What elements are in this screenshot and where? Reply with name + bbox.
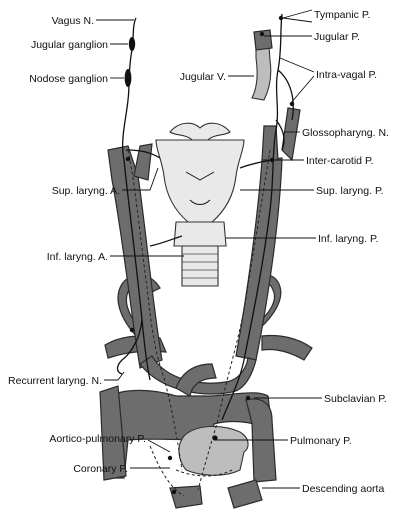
label-coronary-p: Coronary P. [73,463,128,475]
pulmonary-dash [175,469,233,477]
leader-aortico-pulmonary-p [147,439,171,453]
descending-aorta-stump [227,479,263,509]
left-superior-laryngeal-nerve [125,149,161,159]
right-common-carotid-artery [235,157,283,361]
label-descending-aorta: Descending aorta [302,483,384,495]
right-superior-laryngeal-nerve [239,159,273,169]
label-sup-laryng-a: Sup. laryng. A. [52,185,120,197]
paraganglion-markers [125,15,295,495]
label-pulmonary-p: Pulmonary P. [290,435,352,447]
right-subclavian-trunk [261,334,313,361]
label-intra-vagal-p: Intra-vagal P. [316,69,377,81]
laryngeal-prominence [189,199,211,205]
label-aortico-pulmonary-p: Aortico-pulmonary P. [49,433,146,445]
label-glossopharyng-n: Glossopharyng. N. [302,127,389,139]
label-tympanic-p: Tympanic P. [314,9,370,21]
coronary-stump [169,485,203,509]
label-nodose-ganglion: Nodose ganglion [29,73,108,85]
cricoid-cartilage [173,221,227,247]
jugular-bulb [253,29,273,51]
leader-intra-vagal-p [279,57,315,105]
thyroid-cartilage [155,139,245,223]
pulmonary-trunk [178,425,249,476]
jugular-ganglion-shape [128,37,136,51]
left-external-carotid-artery [133,143,153,181]
left-recurrent-laryngeal-nerve [116,319,143,375]
label-inf-laryng-p: Inf. laryng. P. [318,233,379,245]
label-subclavian-p: Subclavian P. [324,393,387,405]
trachea [181,245,219,287]
left-brachiocephalic-vein [99,385,127,481]
nodose-ganglion-shape [124,69,132,87]
right-vagus-nerve [221,13,283,421]
label-sup-laryng-p: Sup. laryng. P. [316,185,384,197]
descending-aorta-vessel [245,398,277,483]
innominate-trunk [175,363,217,397]
label-jugular-ganglion: Jugular ganglion [31,39,108,51]
label-inf-laryng-a: Inf. laryng. A. [47,251,108,263]
label-jugular-v: Jugular V. [180,71,226,83]
leader-tympanic-p [282,9,313,23]
label-vagus-n: Vagus N. [52,15,94,27]
left-subclavian-artery [117,274,161,341]
label-inter-carotid-p: Inter-carotid P. [306,155,374,167]
inferior-laryngeal-branch [149,235,183,247]
glossopharyngeal-nerve [275,119,285,151]
coronary-dash [149,445,185,497]
right-carotid-top-right [281,107,301,162]
right-paraganglia-path [197,149,271,491]
label-recurrent-laryng-n: Recurrent laryng. N. [8,375,102,387]
label-jugular-p: Jugular P. [314,31,360,43]
right-vagus-branch [277,69,294,121]
tracheal-rings [182,253,218,279]
leader-recurrent-laryng-n [104,371,125,381]
left-paraganglia-path [127,149,183,471]
thyroid-notch [185,171,215,181]
leader-sup-laryng-a [122,167,159,191]
hyoid-epiglottis [169,122,231,141]
